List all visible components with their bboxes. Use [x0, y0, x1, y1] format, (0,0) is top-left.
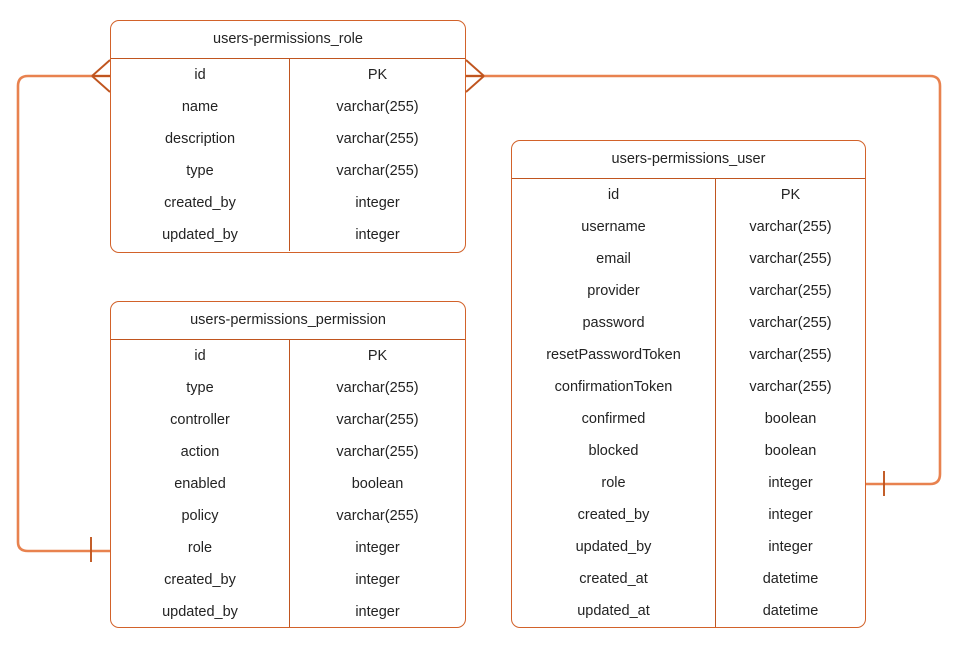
field-type: datetime — [762, 571, 819, 587]
field-name: type — [186, 380, 214, 396]
crowfoot-many-role-left — [91, 59, 111, 93]
field-name: created_by — [577, 507, 650, 523]
field-type: boolean — [351, 476, 404, 492]
field-type: PK — [367, 67, 388, 83]
field-name: created_by — [164, 195, 236, 211]
field-name: created_by — [164, 572, 236, 588]
field-type: varchar(255) — [336, 99, 419, 115]
field-name: updated_by — [162, 227, 238, 243]
field-type: PK — [780, 187, 801, 203]
field-name: confirmationToken — [554, 379, 673, 395]
field-type: varchar(255) — [336, 380, 419, 396]
field-name: created_at — [579, 571, 648, 587]
entity-title-users-permissions-user: users-permissions_user — [512, 141, 865, 179]
field-type: integer — [355, 604, 400, 620]
field-name: provider — [587, 283, 640, 299]
field-type: varchar(255) — [336, 131, 419, 147]
field-type: varchar(255) — [336, 444, 419, 460]
field-name: controller — [170, 412, 230, 428]
field-type: integer — [355, 572, 400, 588]
field-name: type — [186, 163, 214, 179]
connector-permission-role — [16, 74, 110, 553]
entity-field-type-column: PK varchar(255) varchar(255) varchar(255) in… — [289, 59, 465, 251]
field-name: updated_at — [577, 603, 650, 619]
field-name: description — [164, 131, 236, 147]
entity-field-type-column: PK varchar(255) varchar(255) varchar(255) va… — [715, 179, 865, 627]
field-name: action — [180, 444, 220, 460]
field-name: id — [194, 67, 206, 83]
field-type: varchar(255) — [749, 219, 832, 235]
field-name: role — [187, 540, 213, 556]
field-type: integer — [768, 475, 813, 491]
field-type: boolean — [764, 411, 817, 427]
entity-users-permissions-permission[interactable]: users-permissions_permission id type contr… — [110, 301, 466, 628]
field-type: varchar(255) — [749, 283, 832, 299]
field-type: datetime — [762, 603, 819, 619]
entity-users-permissions-user[interactable]: users-permissions_user id username email pr… — [511, 140, 866, 628]
field-type: integer — [355, 195, 400, 211]
field-type: varchar(255) — [749, 251, 832, 267]
entity-field-name-column: id username email provider password resetPass… — [512, 179, 715, 627]
field-name: password — [582, 315, 645, 331]
field-name: updated_by — [575, 539, 652, 555]
field-name: blocked — [588, 443, 639, 459]
entity-title-users-permissions-role: users-permissions_role — [111, 21, 465, 59]
field-type: integer — [768, 507, 813, 523]
field-name: id — [194, 348, 206, 364]
field-type: varchar(255) — [336, 508, 419, 524]
field-name: policy — [181, 508, 219, 524]
field-name: resetPasswordToken — [546, 347, 681, 363]
field-type: varchar(255) — [336, 163, 419, 179]
field-type: PK — [367, 348, 388, 364]
crowfoot-many-role-right — [465, 59, 485, 93]
entity-field-name-column: id type controller action enabled policy role c… — [111, 340, 289, 627]
field-name: updated_by — [162, 604, 238, 620]
field-name: confirmed — [581, 411, 646, 427]
field-type: varchar(255) — [749, 379, 832, 395]
field-type: integer — [768, 539, 813, 555]
field-type: integer — [355, 540, 400, 556]
field-type: varchar(255) — [749, 347, 832, 363]
field-type: integer — [355, 227, 400, 243]
field-name: id — [607, 187, 620, 203]
field-name: username — [581, 219, 646, 235]
field-type: boolean — [764, 443, 817, 459]
field-name: email — [596, 251, 631, 267]
entity-users-permissions-role[interactable]: users-permissions_role id name description… — [110, 20, 466, 253]
entity-title-users-permissions-permission: users-permissions_permission — [111, 302, 465, 340]
entity-field-name-column: id name description type created_by updated_b… — [111, 59, 289, 251]
field-name: enabled — [174, 476, 226, 492]
field-type: varchar(255) — [749, 315, 832, 331]
field-type: varchar(255) — [336, 412, 419, 428]
field-name: role — [601, 475, 626, 491]
field-name: name — [181, 99, 219, 115]
entity-field-type-column: PK varchar(255) varchar(255) varchar(255) bo… — [289, 340, 465, 627]
